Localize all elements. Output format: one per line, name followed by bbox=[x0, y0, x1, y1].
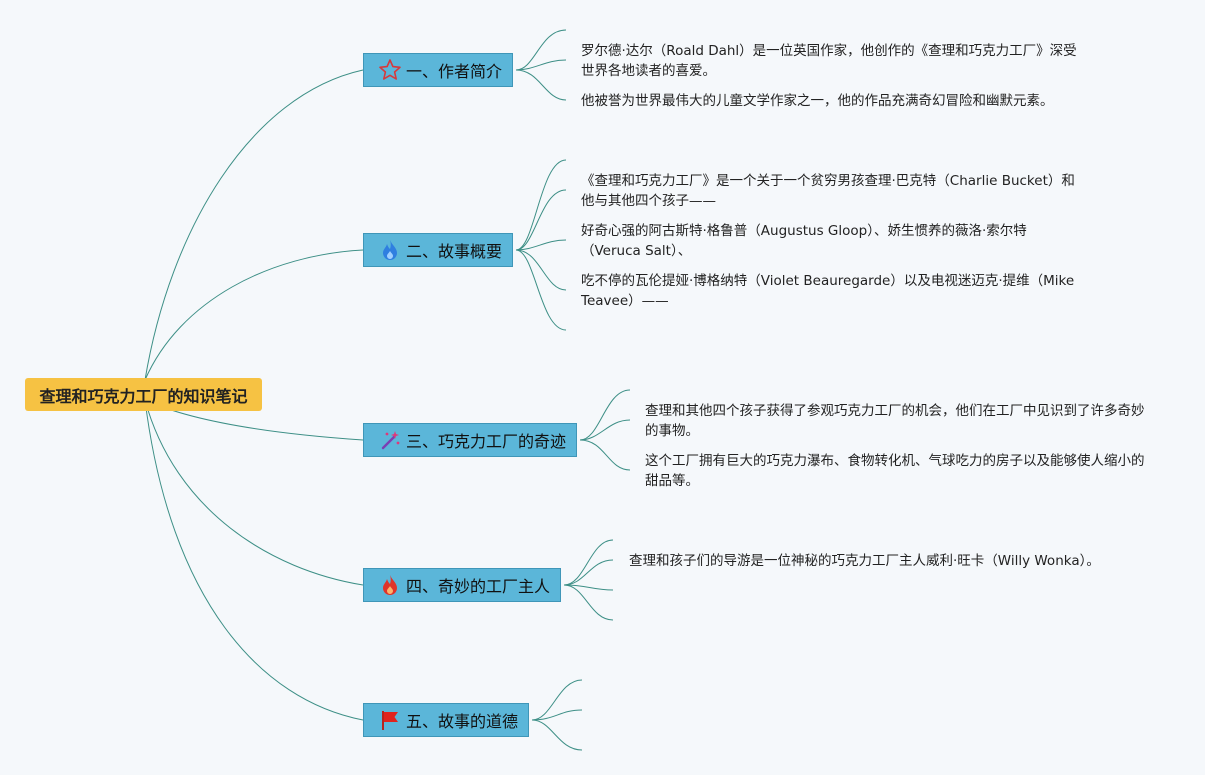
branch-story-moral[interactable]: 五、故事的道德 bbox=[363, 703, 530, 737]
note-summary-2: 好奇心强的阿古斯特·格鲁普（Augustus Gloop）、娇生惯养的薇洛·索尔… bbox=[581, 223, 1027, 259]
note-author-1: 罗尔德·达尔（Roald Dahl）是一位英国作家，他创作的《查理和巧克力工厂》… bbox=[581, 43, 1077, 79]
note-summary-1: 《查理和巧克力工厂》是一个关于一个贫穷男孩查理·巴克特（Charlie Buck… bbox=[581, 173, 1075, 209]
branch-label: 三、巧克力工厂的奇迹 bbox=[406, 432, 567, 451]
note-author-2: 他被誉为世界最伟大的儿童文学作家之一，他的作品充满奇幻冒险和幽默元素。 bbox=[581, 93, 1054, 109]
blue-flame-icon bbox=[378, 238, 402, 262]
red-flag-icon bbox=[378, 708, 402, 732]
branch-story-summary[interactable]: 二、故事概要 bbox=[363, 233, 514, 267]
branch-author-intro[interactable]: 一、作者简介 bbox=[363, 53, 514, 87]
note-owner-1: 查理和孩子们的导游是一位神秘的巧克力工厂主人威利·旺卡（Willy Wonka）… bbox=[629, 553, 1100, 569]
note-wonders-1: 查理和其他四个孩子获得了参观巧克力工厂的机会，他们在工厂中见识到了许多奇妙的事物… bbox=[645, 403, 1145, 439]
star-icon bbox=[378, 58, 402, 82]
branch-label: 一、作者简介 bbox=[406, 62, 503, 81]
red-flame-icon bbox=[378, 573, 402, 597]
branch-label: 五、故事的道德 bbox=[406, 712, 519, 731]
root-topic[interactable]: 查理和巧克力工厂的知识笔记 bbox=[25, 378, 262, 411]
branch-label: 二、故事概要 bbox=[406, 242, 503, 261]
magic-wand-icon bbox=[378, 428, 402, 452]
note-wonders-2: 这个工厂拥有巨大的巧克力瀑布、食物转化机、气球吃力的房子以及能够使人缩小的甜品等… bbox=[645, 453, 1145, 489]
note-summary-3: 吃不停的瓦伦提娅·博格纳特（Violet Beauregarde）以及电视迷迈克… bbox=[581, 273, 1075, 309]
branch-factory-wonders[interactable]: 三、巧克力工厂的奇迹 bbox=[363, 423, 578, 457]
root-topic-label: 查理和巧克力工厂的知识笔记 bbox=[39, 386, 248, 406]
branch-factory-owner[interactable]: 四、奇妙的工厂主人 bbox=[363, 568, 562, 602]
branch-label: 四、奇妙的工厂主人 bbox=[406, 577, 551, 596]
